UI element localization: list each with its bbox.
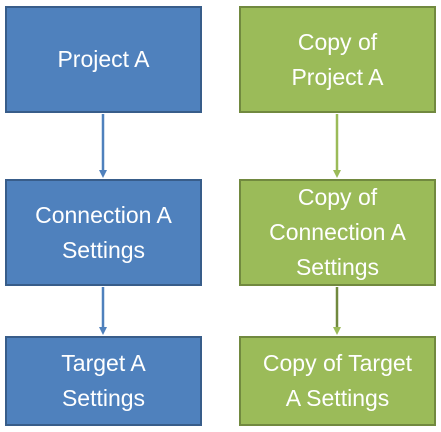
target-a-settings-box: Target A Settings: [5, 336, 202, 426]
connection-a-settings-box: Connection A Settings: [5, 179, 202, 286]
copy-target-a-settings-box: Copy of Target A Settings: [239, 336, 436, 426]
copy-project-a-box: Copy of Project A: [239, 6, 436, 113]
project-a-box: Project A: [5, 6, 202, 113]
copy-connection-a-settings-box: Copy of Connection A Settings: [239, 179, 436, 286]
